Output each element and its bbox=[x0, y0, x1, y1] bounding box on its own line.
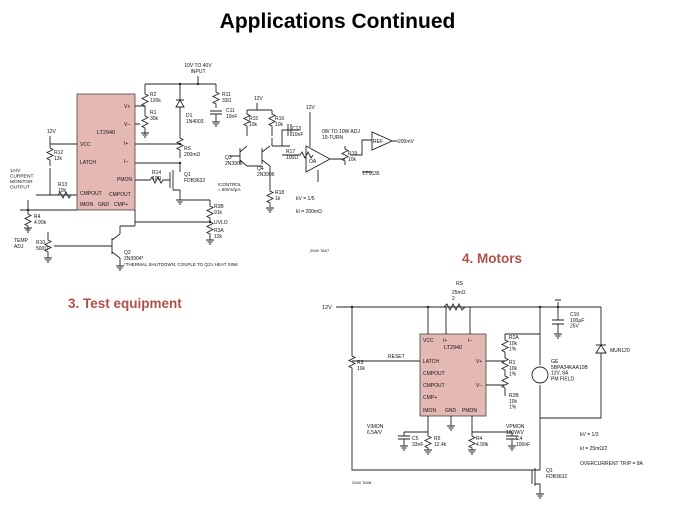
pin-gnd: GND bbox=[98, 202, 110, 208]
pin-i-plus: I+ bbox=[124, 141, 128, 147]
code-test: 2940 TA07 bbox=[310, 248, 330, 253]
pin-cmpout-right: CMPOUT bbox=[109, 192, 131, 198]
m-pin-cmpout: CMPOUT bbox=[423, 371, 445, 377]
ref-label: REF bbox=[373, 139, 383, 145]
reset-label: RESET bbox=[388, 354, 405, 360]
ref-voltage-label: 200mV bbox=[398, 139, 415, 145]
slide-title: Applications Continued bbox=[219, 10, 456, 33]
kv-label-test: kV = 1/5 bbox=[296, 196, 315, 202]
lt1635-label: LT1635 bbox=[363, 171, 380, 177]
m-pin-vcc: VCC bbox=[423, 338, 434, 344]
motor-supply-label: 12V bbox=[322, 305, 332, 311]
m-pin-cmpout2: CMPOUT bbox=[423, 383, 445, 389]
pin-latch: LATCH bbox=[80, 160, 96, 166]
lt2940-ic-motor bbox=[419, 333, 487, 417]
ki-label-motor: kI = 25mΩ/2 bbox=[580, 446, 607, 452]
pin-i-minus: I– bbox=[124, 159, 128, 165]
supply-12v-b: 12V bbox=[306, 105, 316, 111]
test-equipment-schematic: LT2940 VCC LATCH CMPOUT IMON GND CMPOUT … bbox=[10, 63, 415, 271]
ic-name-motor: LT2940 bbox=[444, 345, 462, 351]
m-pin-gnd: GND bbox=[445, 408, 457, 414]
pin-cmp: CMP+ bbox=[114, 202, 128, 208]
m-pin-pmon: PMON bbox=[462, 408, 477, 414]
supply-12v-a: 12V bbox=[254, 96, 264, 102]
m-pin-vp: V+ bbox=[476, 359, 482, 365]
m-pin-im: I– bbox=[468, 338, 472, 344]
trip-label: OVERCURRENT TRIP = 8A bbox=[580, 461, 644, 467]
lt2940-ic-test bbox=[76, 93, 136, 211]
ic-name-test: LT2940 bbox=[97, 130, 115, 136]
mur120-label: MUR120 bbox=[610, 348, 630, 354]
kv-label-motor: kV = 1/3 bbox=[580, 432, 599, 438]
supply-12v-left: 12V bbox=[47, 129, 57, 135]
oa-label: OA bbox=[309, 159, 317, 165]
m-pin-imon: IMON bbox=[423, 408, 436, 414]
m-pin-vm: V– bbox=[476, 383, 482, 389]
pin-pmon: PMON bbox=[117, 177, 132, 183]
icontrol-label: ICONTROL= 50mV/µA bbox=[218, 182, 242, 192]
label-motors: 4. Motors bbox=[462, 251, 523, 266]
pin-imon: IMON bbox=[80, 202, 93, 208]
motor-rs-label: RS bbox=[456, 281, 464, 287]
m-pin-cmp: CMP+ bbox=[423, 395, 437, 401]
pin-vcc: VCC bbox=[80, 142, 91, 148]
ki-label-test: kI = 200mΩ bbox=[296, 209, 322, 215]
label-test-equipment: 3. Test equipment bbox=[68, 296, 182, 311]
footnote-thermal: *THERMAL SHUTDOWN; COUPLE TO Q1's HEAT S… bbox=[124, 262, 238, 267]
m-pin-ip: I+ bbox=[443, 338, 447, 344]
m-pin-latch: LATCH bbox=[423, 359, 439, 365]
pin-cmpout-left: CMPOUT bbox=[80, 191, 102, 197]
code-motor: 2940 TA08 bbox=[352, 480, 372, 485]
motor-symbol bbox=[531, 366, 549, 384]
motor-schematic: LT2940 VCC I+ I– LATCH CMPOUT CMPOUT CMP… bbox=[322, 281, 644, 499]
pin-v-minus: V– bbox=[124, 122, 130, 128]
uvlo-label: UVLO bbox=[214, 220, 228, 226]
pin-v-plus: V+ bbox=[124, 104, 130, 110]
